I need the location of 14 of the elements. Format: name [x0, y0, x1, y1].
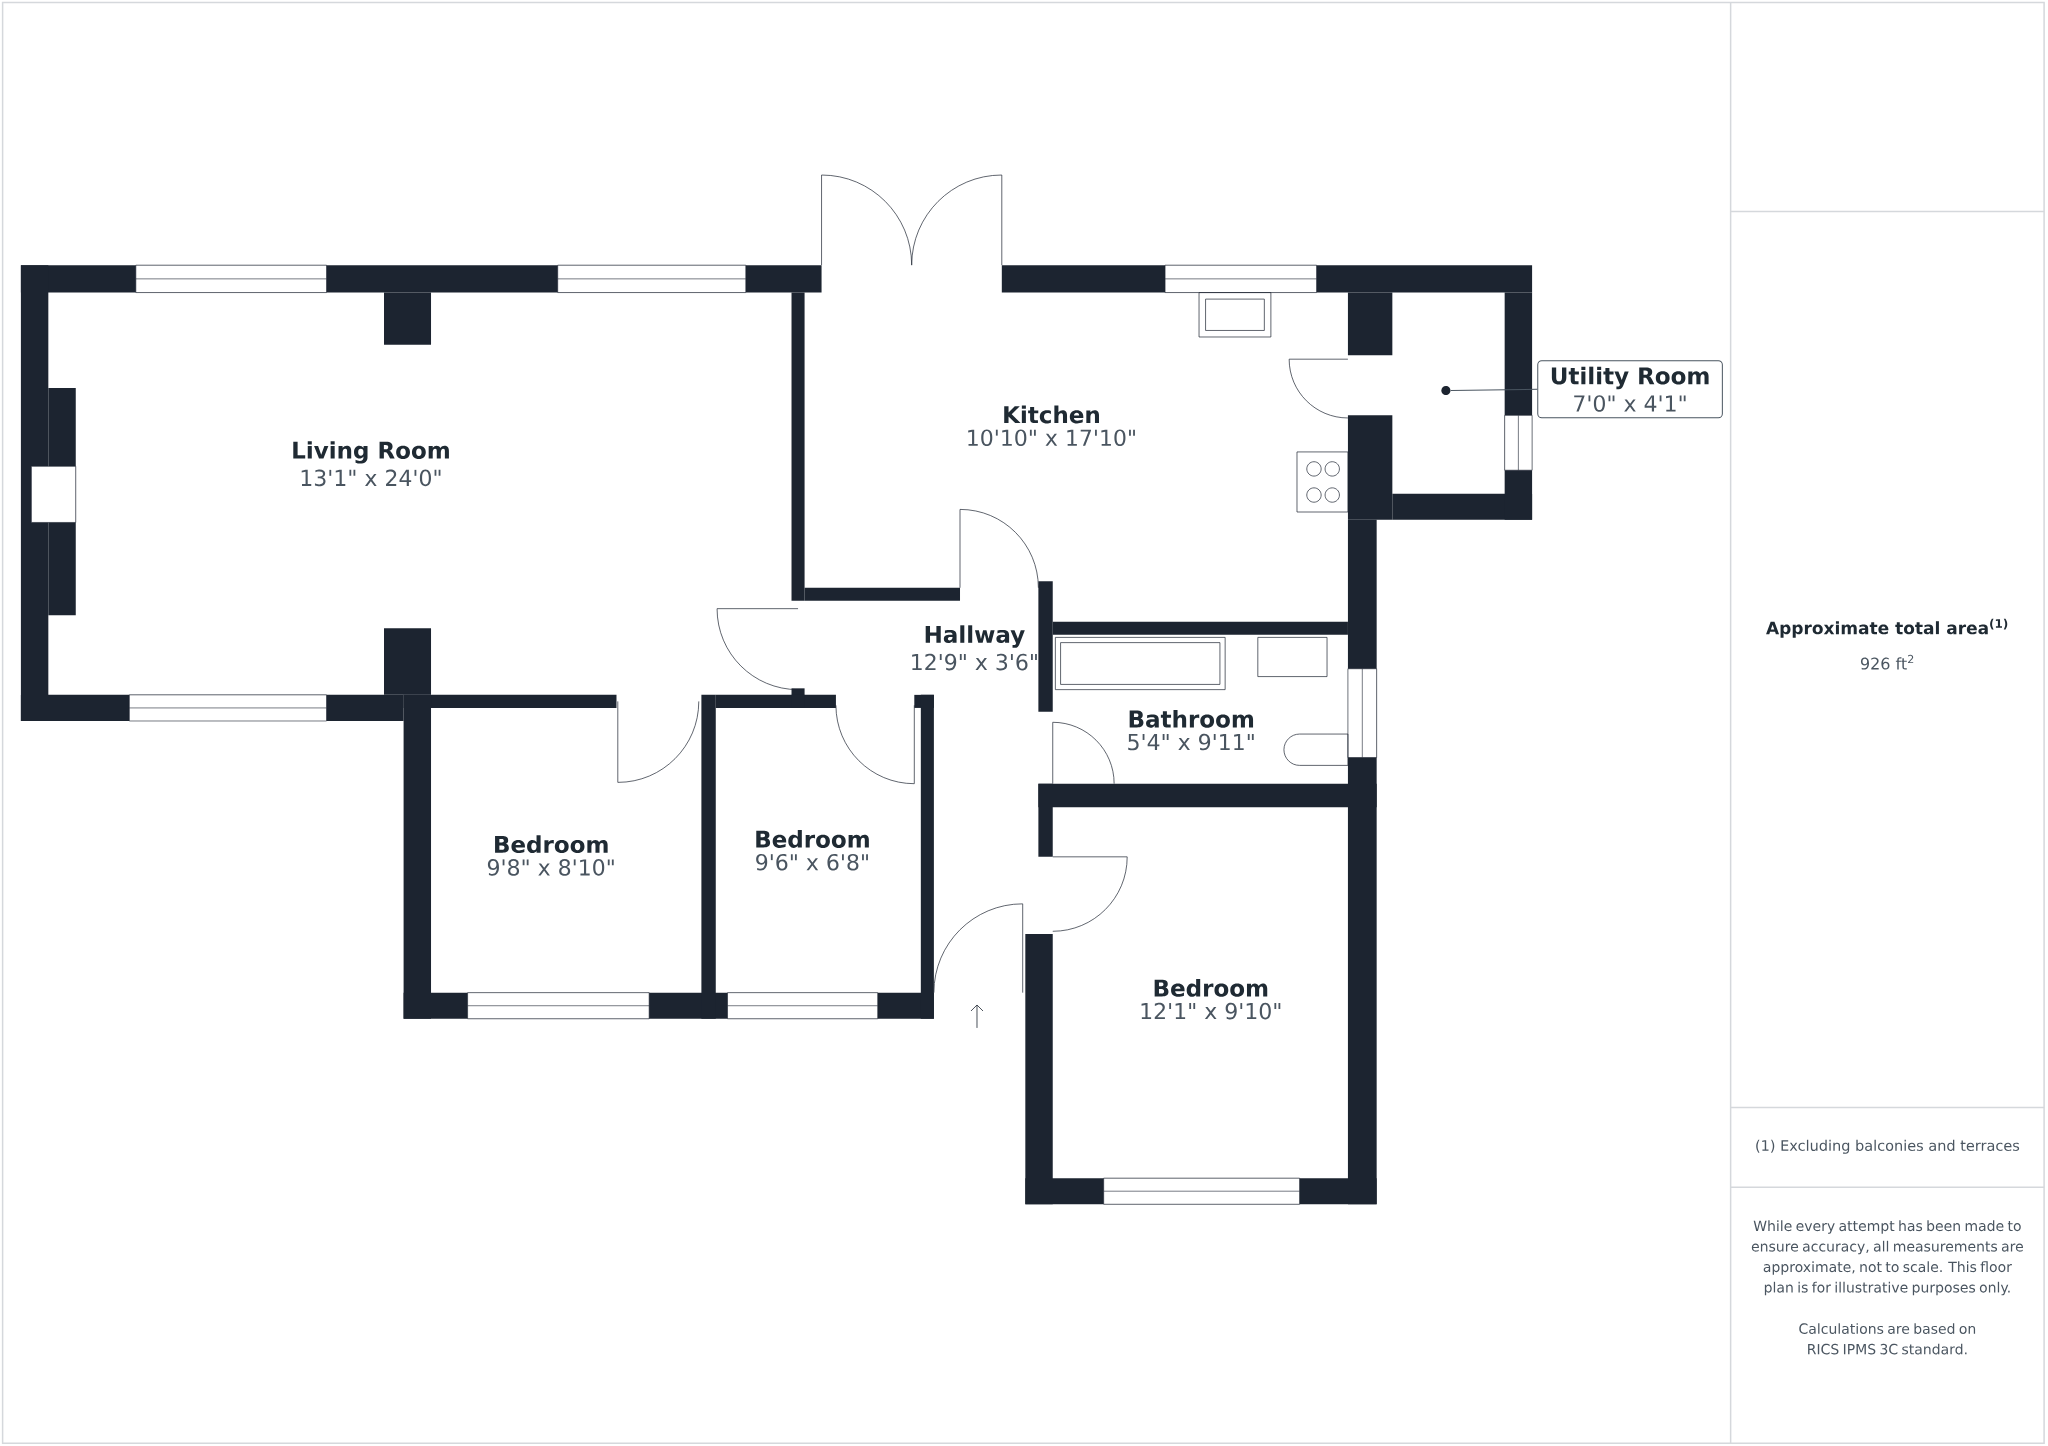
- room-label: Bedroom 9'8" x 8'10": [487, 835, 614, 876]
- room-label: Hallway 12'9" x 3'6": [912, 625, 1037, 671]
- room-label: Bedroom 9'6" x 6'8": [756, 830, 869, 871]
- room-label: Living Room 13'1" x 24'0": [293, 441, 449, 487]
- disclaimer: While every attempt has been made to ensure accuracy, all measurements are approximate, not to scale. This floor plan is for illustrative purposes only.: [1751, 1220, 2023, 1296]
- room-label: Kitchen 10'10" x 17'10": [968, 405, 1135, 447]
- leader-line: [1450, 388, 1538, 391]
- area-value: 926 ft$^{2}$: [1860, 654, 1914, 670]
- room-label: Bathroom 5'4" x 9'11": [1128, 709, 1254, 751]
- room-label: Bedroom 12'1" x 9'10": [1141, 978, 1281, 1020]
- area-heading: Approximate total area$^{(1)}$: [1766, 618, 2008, 638]
- callout-box: Utility Room 7'0" x 4'1": [1537, 360, 1723, 419]
- footnote: (1) Excluding balconies and terraces: [1756, 1139, 2020, 1154]
- note: Calculations are based on RICS IPMS 3C standard.: [1799, 1323, 1976, 1355]
